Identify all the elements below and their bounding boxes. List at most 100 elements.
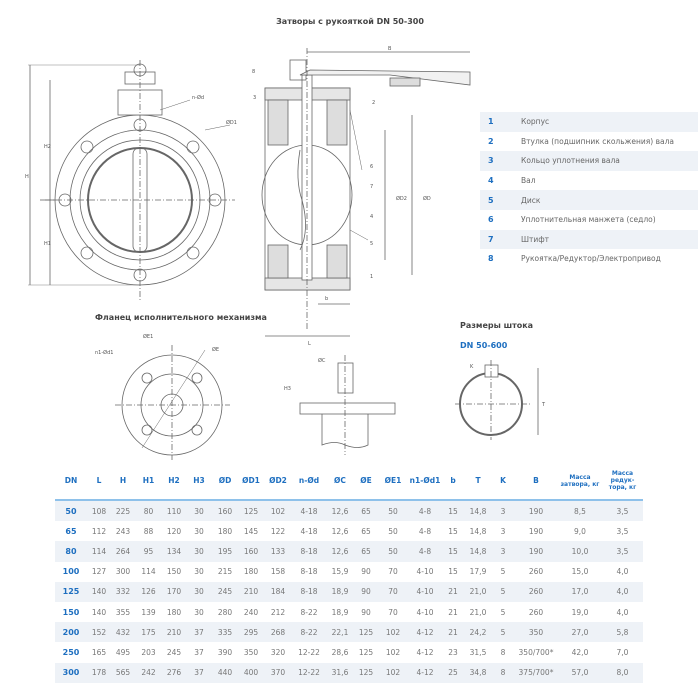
table-cell: 4-12 (416, 627, 434, 637)
column-header: ØD2 (264, 462, 292, 501)
table-cell: 4,0 (616, 587, 629, 597)
table-cell: 31,6 (331, 668, 349, 678)
table-cell: 15 (448, 526, 458, 536)
table-cell: 37 (194, 647, 204, 657)
dim-b-handle: B (388, 46, 392, 52)
table-cell: 276 (166, 668, 182, 678)
table-cell: 42,0 (571, 647, 589, 657)
dim-k: K (470, 364, 474, 370)
table-cell: 65 (361, 546, 371, 556)
legend-item: 8 Рукоятка/Редуктор/Электропривод (480, 249, 698, 269)
table-cell: 70 (388, 607, 398, 617)
table-cell: 8-18 (300, 587, 318, 597)
table-cell: 30 (194, 607, 204, 617)
table-cell: 37 (194, 627, 204, 637)
column-header: H1 (135, 462, 162, 501)
table-cell: 190 (528, 506, 544, 516)
table-cell: 102 (385, 668, 401, 678)
table-cell: 215 (217, 567, 233, 577)
column-header: b (442, 462, 464, 501)
actuator-flange-view (115, 345, 230, 460)
table-cell: 65 (361, 526, 371, 536)
front-view (28, 60, 235, 300)
legend-number: 3 (488, 156, 494, 166)
table-cell: 8-22 (300, 607, 318, 617)
table-cell: 4-8 (418, 526, 432, 536)
legend-label: Уплотнительная манжета (седло) (521, 215, 656, 225)
legend-label: Кольцо уплотнения вала (521, 156, 620, 166)
table-cell: 190 (528, 526, 544, 536)
column-header: n1-Ød1 (408, 462, 442, 501)
table-cell: 350 (528, 627, 544, 637)
table-cell: 260 (528, 607, 544, 617)
legend-number: 1 (488, 117, 494, 127)
table-cell: 210 (166, 627, 182, 637)
table-cell: 3,5 (616, 506, 629, 516)
table-cell: 180 (166, 607, 182, 617)
table-cell: 70 (388, 567, 398, 577)
table-cell: 125 (358, 668, 374, 678)
table-cell: 432 (115, 627, 131, 637)
table-cell: 22,1 (331, 627, 349, 637)
column-header: Масса затвора, кг (558, 462, 602, 501)
table-cell: 175 (141, 627, 156, 637)
table-cell: 37 (194, 668, 204, 678)
table-cell: 140 (91, 607, 107, 617)
table-cell: 110 (166, 506, 182, 516)
table-cell: 15,9 (331, 567, 349, 577)
column-header: Масса редук-тора, кг (602, 462, 643, 501)
stem-title: Размеры штока (460, 321, 534, 330)
dim-h2: H2 (44, 144, 51, 150)
table-cell: 375/700* (518, 668, 554, 678)
column-header: ØD (212, 462, 238, 501)
column-header: ØE (354, 462, 378, 501)
dim-d: ØD (423, 195, 431, 202)
flange-title: Фланец исполнительного механизма (95, 313, 267, 322)
legend-label: Рукоятка/Редуктор/Электропривод (521, 254, 661, 264)
dim-h1: H1 (44, 241, 51, 247)
table-cell: 165 (91, 647, 107, 657)
table-cell: 57,0 (571, 668, 589, 678)
callout-5: 5 (370, 241, 373, 247)
table-cell: 300 (115, 567, 131, 577)
table-cell: 18,9 (331, 587, 349, 597)
legend-label: Диск (521, 195, 541, 205)
table-cell: 5,8 (616, 627, 629, 637)
column-header: T (464, 462, 492, 501)
table-cell: 12-22 (298, 647, 320, 657)
table-cell: 4,0 (616, 567, 629, 577)
table-cell: 250 (62, 647, 80, 657)
table-cell: 152 (91, 627, 107, 637)
column-header: ØD1 (238, 462, 264, 501)
table-cell: 30 (194, 506, 204, 516)
table-cell: 30 (194, 567, 204, 577)
table-cell: 23 (448, 647, 458, 657)
table-cell: 125 (358, 627, 374, 637)
table-cell: 12-22 (298, 668, 320, 678)
table-cell: 160 (217, 506, 233, 516)
table-cell: 4-18 (300, 506, 318, 516)
callout-3: 3 (253, 95, 256, 101)
stem-top-view (299, 355, 396, 455)
table-cell: 14,8 (469, 506, 487, 516)
table-cell: 180 (217, 526, 233, 536)
column-header: ØC (326, 462, 354, 501)
table-cell: 332 (115, 587, 131, 597)
table-cell: 7,0 (616, 647, 629, 657)
table-cell: 21,0 (469, 587, 487, 597)
dim-n1d1: n1-Ød1 (95, 349, 113, 356)
table-cell: 245 (217, 587, 233, 597)
table-cell: 126 (141, 587, 156, 597)
table-cell: 335 (217, 627, 233, 637)
legend-number: 8 (488, 254, 494, 264)
legend-label: Вал (521, 176, 536, 186)
dim-c: ØC (318, 357, 326, 364)
table-cell: 34,8 (469, 668, 487, 678)
table-cell: 28,6 (331, 647, 349, 657)
